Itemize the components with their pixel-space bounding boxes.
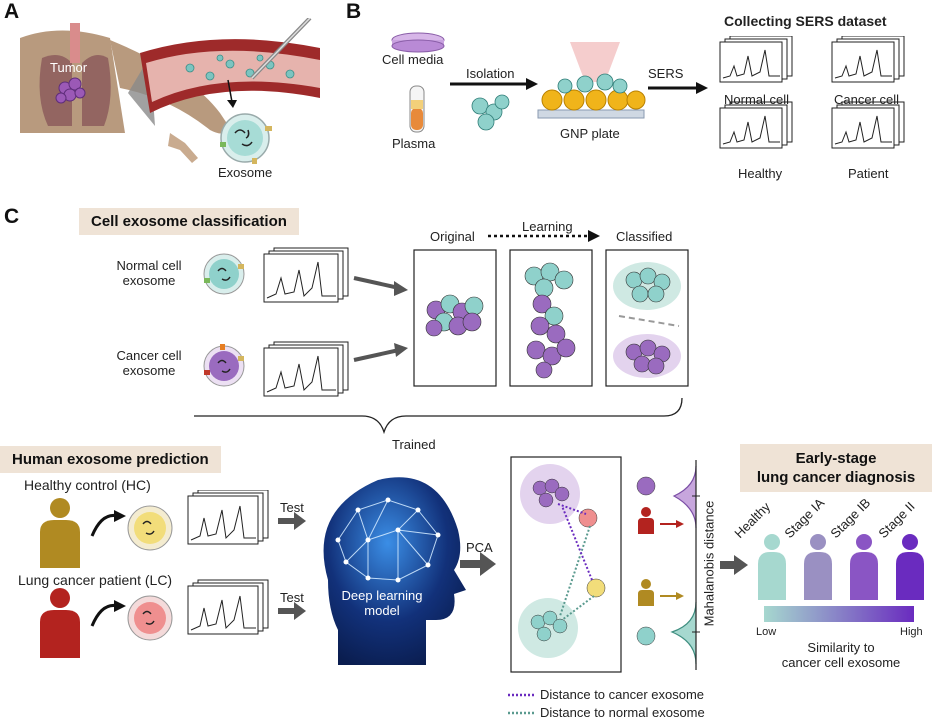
dataset-item-normal-cell: Normal cell <box>724 92 790 107</box>
patient-arm-illustration <box>20 18 320 164</box>
dataset-item-healthy: Healthy <box>738 166 783 181</box>
test-label-hc: Test <box>280 500 304 515</box>
classified-label: Classified <box>616 229 673 244</box>
panel-label-b: B <box>346 0 362 23</box>
pca-legend-lines <box>508 693 534 715</box>
prediction-header: Human exosome prediction <box>0 446 221 473</box>
legend-normal: Distance to normal exosome <box>540 705 705 720</box>
scale-low-label: Low <box>756 626 777 638</box>
healthy-person-icon <box>40 498 80 568</box>
mahalanobis-label: Mahalanobis distance <box>701 500 717 627</box>
tumor-label: Tumor <box>50 60 88 75</box>
deep-learning-head-icon <box>323 477 466 665</box>
sers-label: SERS <box>648 66 684 81</box>
gnp-plate-label: GNP plate <box>560 126 620 141</box>
hc-label: Healthy control (HC) <box>24 477 151 493</box>
panel-label-a: A <box>4 0 20 23</box>
dataset-item-patient: Patient <box>848 166 889 181</box>
exosome-icon <box>220 113 272 164</box>
legend-cancer: Distance to cancer exosome <box>540 687 705 702</box>
scale-high-label: High <box>900 626 923 638</box>
similarity-gradient-bar <box>764 606 914 622</box>
lc-label: Lung cancer patient (LC) <box>18 572 173 588</box>
plasma-label: Plasma <box>392 136 436 151</box>
cell-media-dish-icon <box>391 32 445 53</box>
pca-label: PCA <box>466 540 493 555</box>
dataset-item-cancer-cell: Cancer cell <box>834 92 900 107</box>
isolation-label: Isolation <box>466 66 515 81</box>
patient-person-icon <box>40 588 80 658</box>
diagnosis-arrow <box>720 555 748 575</box>
pca-result-plot <box>510 456 700 673</box>
tumor-cluster <box>55 77 86 104</box>
original-label: Original <box>430 229 475 244</box>
trained-label: Trained <box>392 437 436 452</box>
sers-workflow-illustration <box>391 32 708 133</box>
learning-label: Learning <box>522 219 573 234</box>
cell-media-label: Cell media <box>382 52 444 67</box>
hc-exosome-icon <box>127 505 173 551</box>
classification-header: Cell exosome classification <box>79 208 299 235</box>
lc-exosome-icon <box>127 595 173 641</box>
prediction-illustration <box>40 490 496 658</box>
plasma-tube-icon <box>409 85 425 133</box>
test-label-lc: Test <box>280 590 304 605</box>
classification-illustration <box>194 230 689 435</box>
panel-label-c: C <box>4 205 20 228</box>
dataset-title: Collecting SERS dataset <box>724 13 887 29</box>
exosome-label: Exosome <box>218 165 273 180</box>
